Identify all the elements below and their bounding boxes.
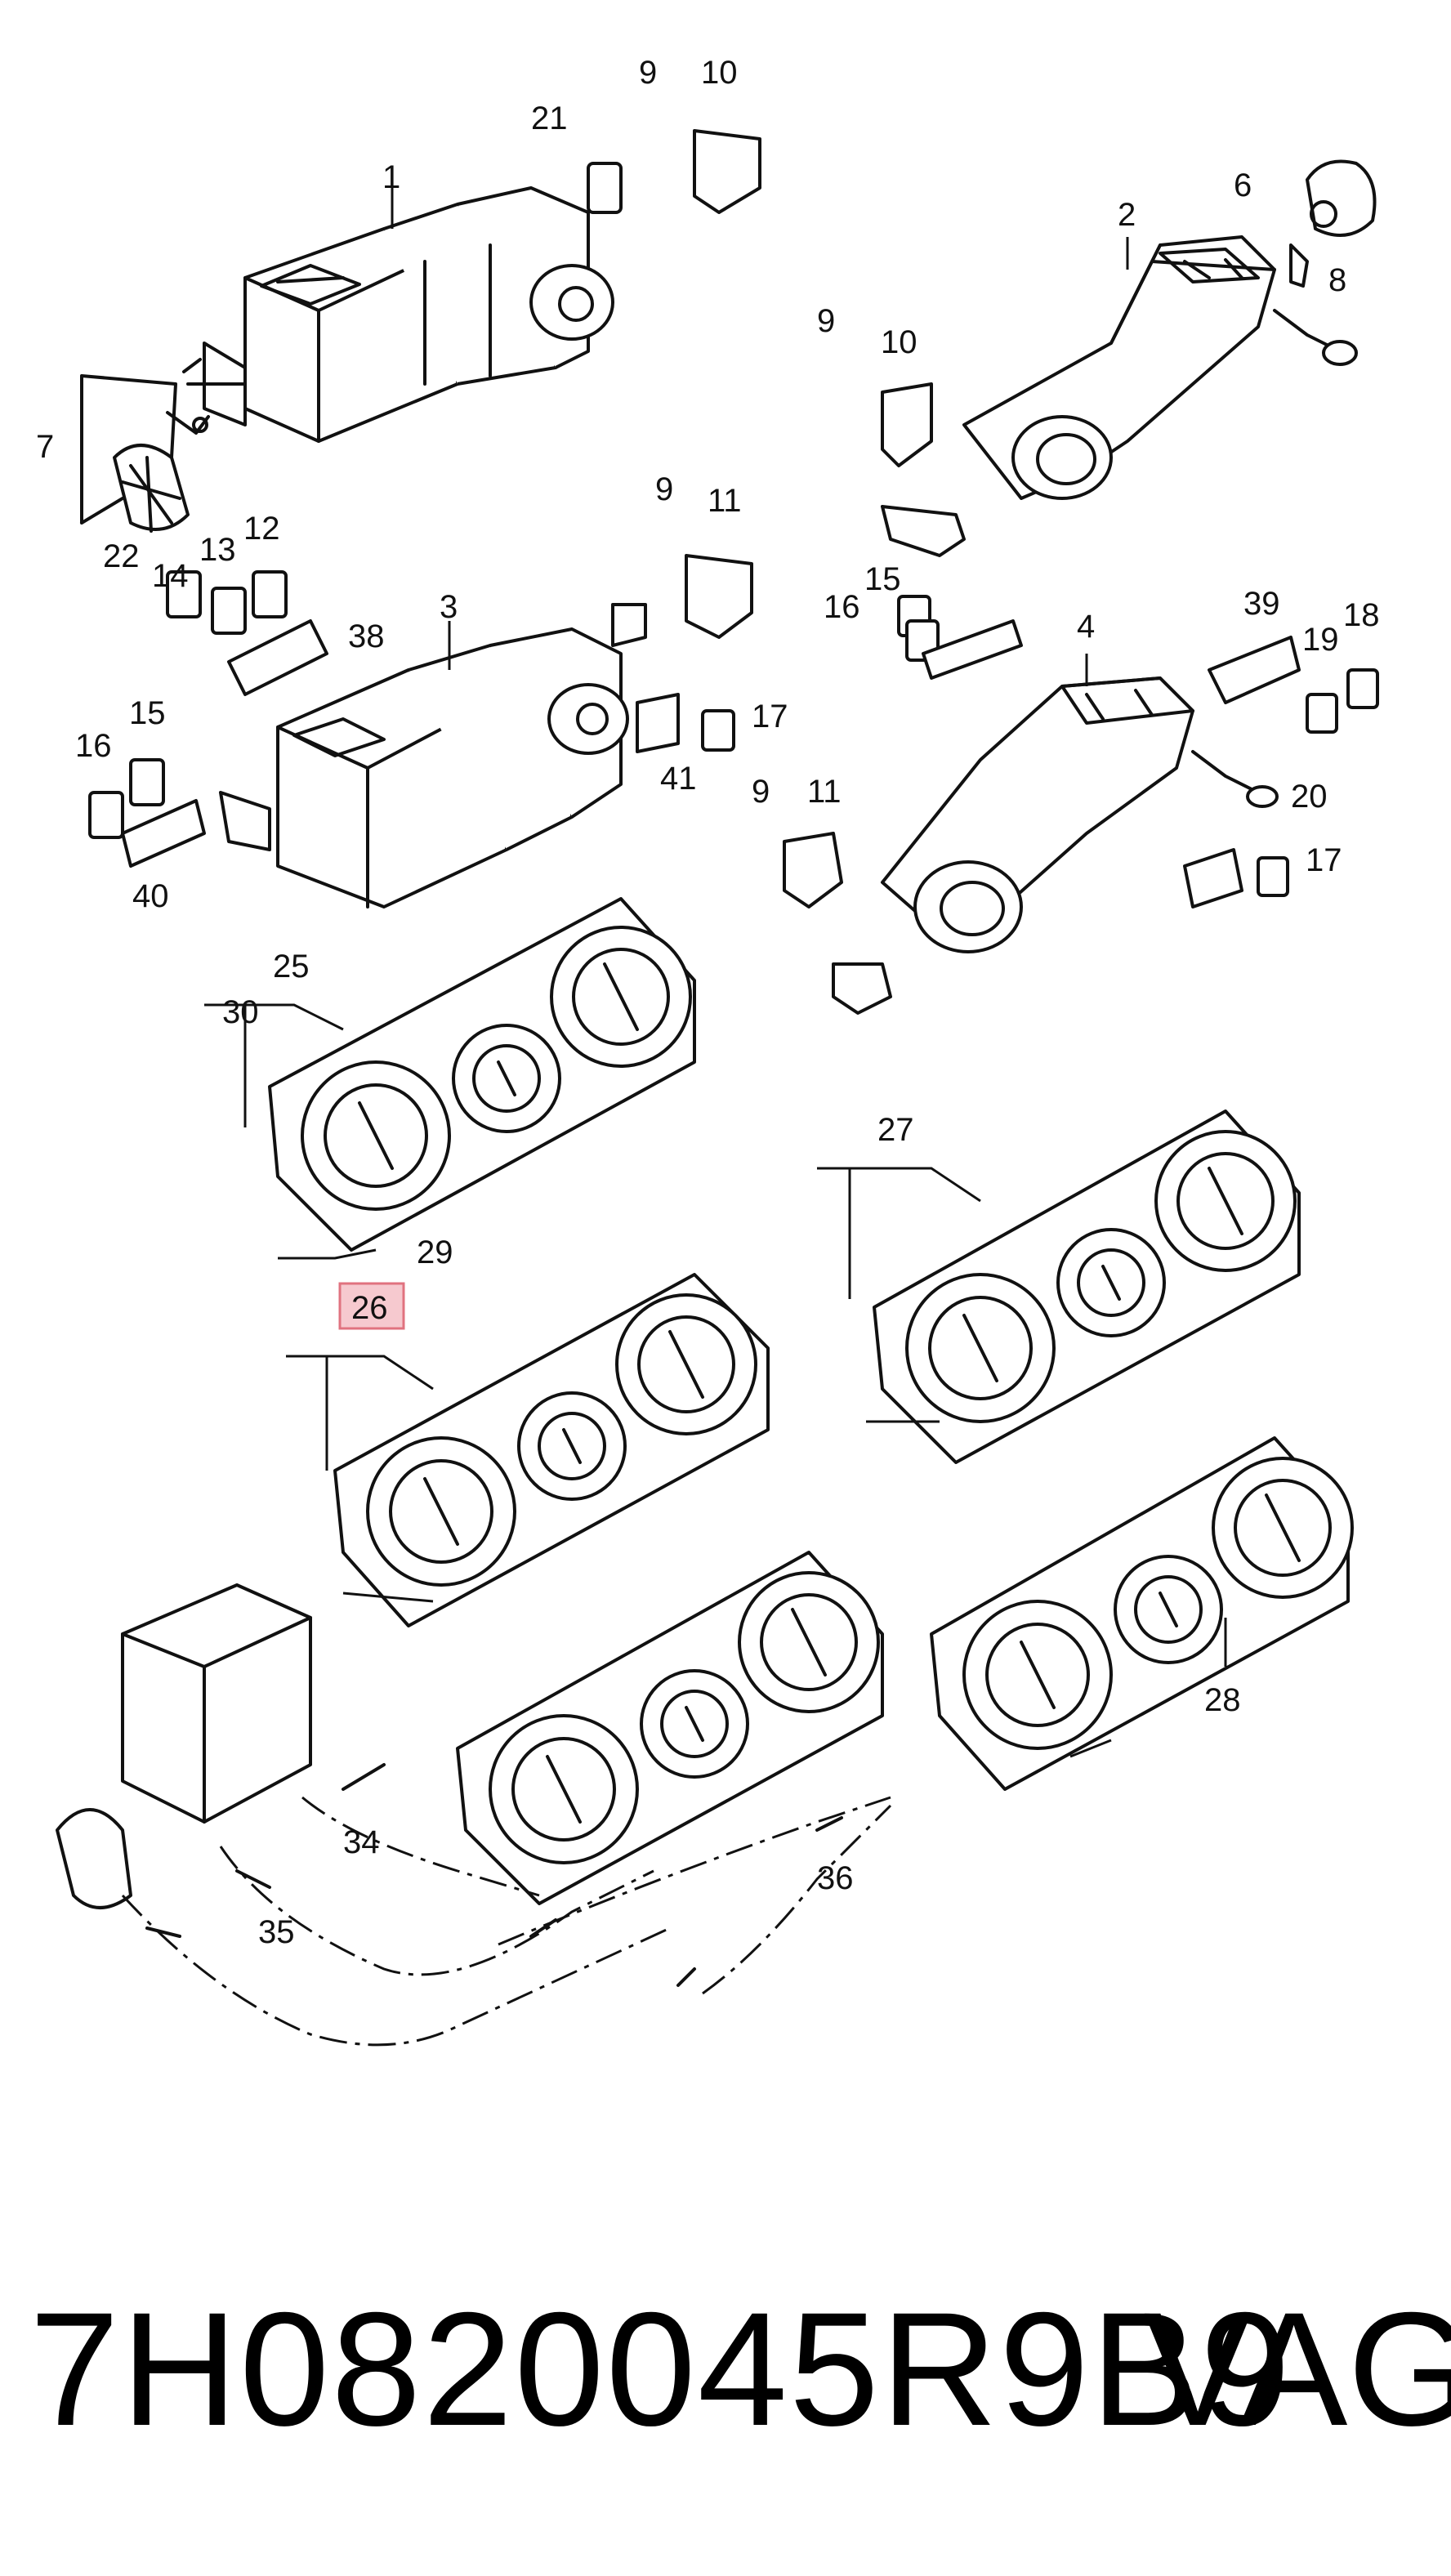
leader-lines <box>204 188 1227 1758</box>
callout-41: 41 <box>660 761 697 797</box>
blower-fan-7-right <box>1289 159 1377 288</box>
callout-15-b: 15 <box>129 695 166 731</box>
air-duct-2 <box>962 235 1358 500</box>
callout-11-a: 11 <box>708 483 742 519</box>
callout-17-b: 17 <box>1306 842 1342 878</box>
callout-10-a: 10 <box>701 55 738 91</box>
callout-9-c: 9 <box>655 471 673 507</box>
callout-20: 20 <box>1291 779 1328 815</box>
bowden-cables <box>121 1763 892 2047</box>
callout-27: 27 <box>877 1112 914 1148</box>
parts-exploded-diagram: 1 2 3 4 7 6 8 9 9 9 9 10 10 11 11 12 13 … <box>36 55 1380 2047</box>
control-panel-26 <box>333 1273 770 1627</box>
callout-9-d: 9 <box>752 774 770 810</box>
control-panel-28 <box>930 1436 1354 1791</box>
callout-9-b: 9 <box>817 303 835 339</box>
callout-40: 40 <box>132 878 169 914</box>
callout-34: 34 <box>343 1824 380 1860</box>
callout-11-b: 11 <box>807 774 842 810</box>
air-duct-4 <box>881 676 1279 953</box>
callout-1: 1 <box>382 159 400 195</box>
callout-10-b: 10 <box>881 324 917 360</box>
callout-15-a: 15 <box>864 561 901 597</box>
brand-label: VAG <box>1144 2279 1451 2459</box>
callout-38: 38 <box>348 618 385 654</box>
callout-29: 29 <box>417 1234 453 1270</box>
heater-unit-lower <box>56 1583 312 1909</box>
callout-35: 35 <box>258 1914 295 1950</box>
control-panel-lower <box>456 1551 884 1905</box>
callout-7-right: 6 <box>1234 167 1252 203</box>
control-panel-25 <box>268 897 696 1252</box>
part-number: 7H0820045R9B9 <box>29 2279 1293 2459</box>
callout-39: 39 <box>1243 586 1280 622</box>
callout-26: 26 <box>351 1290 388 1326</box>
blower-fan-7 <box>80 374 210 533</box>
callout-2: 2 <box>1118 197 1136 233</box>
callout-36: 36 <box>817 1860 854 1896</box>
callout-13: 13 <box>199 532 236 568</box>
callout-9-a: 9 <box>639 55 657 91</box>
callout-4: 4 <box>1077 609 1095 645</box>
callout-16-b: 16 <box>75 728 112 764</box>
callout-30: 30 <box>222 994 259 1030</box>
callout-12: 12 <box>243 511 280 547</box>
callout-17-a: 17 <box>752 699 788 734</box>
callout-26-highlight <box>338 1282 405 1330</box>
control-panel-27 <box>873 1109 1301 1464</box>
servo-parts <box>88 129 1379 1015</box>
callout-labels: 1 2 3 4 7 6 8 9 9 9 9 10 10 11 11 12 13 … <box>36 55 1380 1950</box>
callout-18: 18 <box>1343 597 1380 633</box>
callout-28: 28 <box>1204 1682 1241 1718</box>
callout-25: 25 <box>273 949 310 984</box>
callout-14: 14 <box>152 558 189 594</box>
heater-unit-1 <box>182 186 614 443</box>
callout-16-a: 16 <box>824 589 860 625</box>
callout-3: 3 <box>440 589 458 625</box>
heater-unit-3 <box>219 627 629 909</box>
callout-21: 21 <box>531 100 568 136</box>
callout-7: 7 <box>36 429 54 465</box>
callout-22: 22 <box>103 538 140 574</box>
callout-8: 8 <box>1328 262 1346 298</box>
callout-19: 19 <box>1302 622 1339 658</box>
